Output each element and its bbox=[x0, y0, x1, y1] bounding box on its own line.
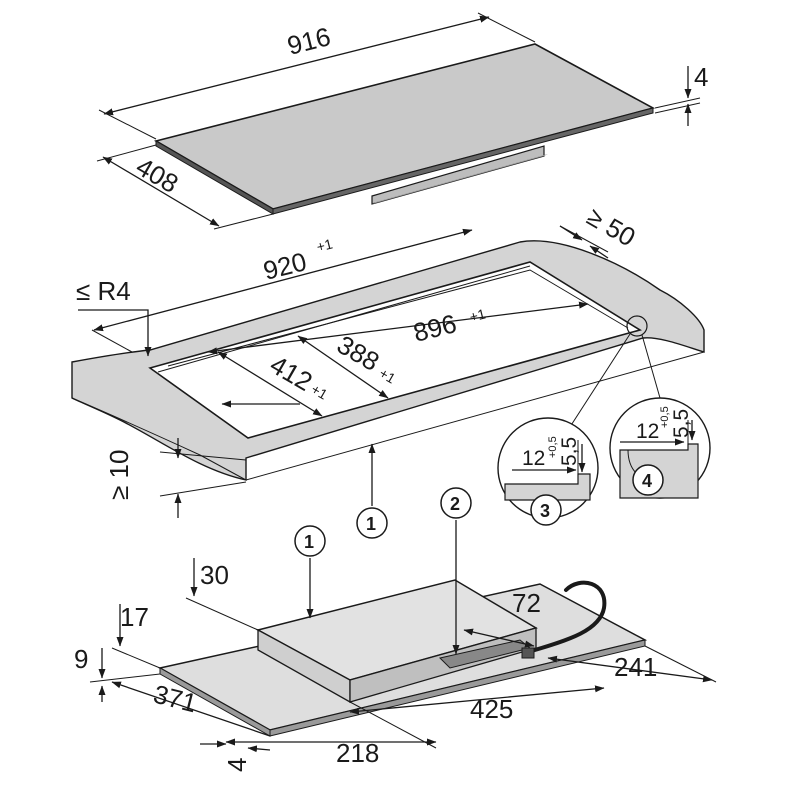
label-425: 425 bbox=[470, 694, 513, 724]
detail-4: 12 5,5 +0,5 4 bbox=[609, 397, 711, 499]
label-896-tol: +1 bbox=[468, 305, 488, 324]
callout-1b-label: 1 bbox=[304, 532, 314, 552]
detail-3: 12 5,5 +0,5 3 bbox=[497, 417, 599, 526]
detail4-number: 4 bbox=[642, 471, 652, 491]
label-ge50: ≥ 50 bbox=[582, 201, 641, 252]
label-241: 241 bbox=[614, 652, 657, 682]
dim-218: 218 bbox=[225, 701, 437, 768]
callout-1-worktop: 1 bbox=[356, 443, 388, 539]
label-4-bottom: 4 bbox=[222, 758, 252, 772]
label-218: 218 bbox=[336, 738, 379, 768]
detail4-height-tol: +0,5 bbox=[659, 406, 671, 428]
detail3-width: 12 bbox=[522, 447, 545, 470]
label-412-tol: +1 bbox=[309, 381, 331, 403]
detail4-width: 12 bbox=[636, 420, 659, 443]
label-17: 17 bbox=[120, 602, 149, 632]
callout-2-label: 2 bbox=[450, 494, 460, 514]
label-ge10: ≥ 10 bbox=[104, 450, 134, 500]
callout-1-label: 1 bbox=[366, 514, 376, 534]
label-r4: ≤ R4 bbox=[76, 276, 131, 306]
base-unit bbox=[157, 579, 648, 737]
dim-cooktop-thickness: 4 bbox=[654, 62, 708, 126]
label-916: 916 bbox=[284, 21, 333, 61]
dim-worktop-thickness: ≥ 10 bbox=[104, 438, 247, 518]
detail3-number: 3 bbox=[540, 501, 550, 521]
label-9: 9 bbox=[74, 644, 88, 674]
dim-425: 425 bbox=[349, 685, 605, 724]
dim-4-bottom: 4 bbox=[200, 740, 271, 772]
dim-9: 9 bbox=[74, 644, 161, 702]
dim-241: 241 bbox=[547, 645, 717, 683]
label-408: 408 bbox=[131, 151, 184, 199]
dim-72: 72 bbox=[463, 588, 541, 648]
label-72: 72 bbox=[512, 588, 541, 618]
dim-17: 17 bbox=[111, 602, 161, 669]
power-cable bbox=[526, 580, 607, 654]
callout-1-housing: 1 bbox=[294, 525, 326, 619]
callout-2-terminal: 2 bbox=[440, 487, 472, 655]
dim-corner-radius: ≤ R4 bbox=[76, 276, 152, 357]
detail3-height-tol: +0,5 bbox=[547, 436, 559, 458]
detail3-height: 5,5 bbox=[558, 437, 581, 466]
cooktop-glass-panel bbox=[153, 43, 656, 215]
label-4-top: 4 bbox=[694, 62, 708, 92]
label-920-tol: +1 bbox=[315, 235, 335, 254]
detail4-height: 5,5 bbox=[670, 409, 693, 438]
label-920: 920 bbox=[260, 246, 309, 286]
label-30: 30 bbox=[200, 560, 229, 590]
label-388-tol: +1 bbox=[377, 365, 399, 387]
worktop bbox=[71, 240, 705, 481]
dim-cutout-length: 920 +1 bbox=[91, 228, 473, 353]
detail-reference-circle bbox=[626, 315, 648, 337]
dim-30: 30 bbox=[185, 558, 259, 631]
